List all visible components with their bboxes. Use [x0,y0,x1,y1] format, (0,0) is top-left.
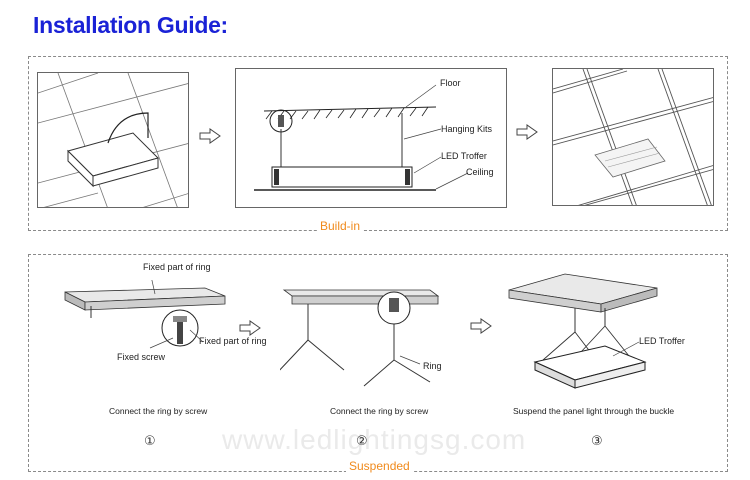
page-title: Installation Guide: [33,12,228,38]
build-in-label: Build-in [317,219,364,233]
watermark-text: www.ledlightingsg.com [222,424,527,455]
label-ceiling: Ceiling [466,167,494,177]
label-ring: Ring [423,361,442,371]
build-in-step2-image [235,68,507,208]
label-fixed-part-ring-top: Fixed part of ring [143,262,211,272]
arrow-right-icon [199,128,221,144]
arrow-right-icon [239,320,261,336]
suspended-step1-illustration [64,280,226,349]
label-floor: Floor [440,78,461,88]
step3-number: ③ [591,434,603,449]
build-in-panel [28,56,728,231]
build-in-step3-image [552,68,714,206]
label-fixed-screw: Fixed screw [117,352,166,362]
step3-caption: Suspend the panel light through the buck… [513,406,675,416]
ceiling-grid-illustration [38,73,188,207]
suspended-label: Suspended [346,459,413,473]
label-hanging-kits: Hanging Kits [441,124,493,134]
suspended-step3-illustration [508,273,658,389]
installed-grid-illustration [553,69,713,205]
arrow-right-icon [516,124,538,140]
step1-caption: Connect the ring by screw [109,406,208,416]
suspended-step2-illustration [280,289,440,387]
section-view-illustration [254,84,469,191]
step1-number: ① [144,434,156,449]
step2-number: ② [356,434,368,449]
label-led-troffer: LED Troffer [441,151,487,161]
step2-caption: Connect the ring by screw [330,406,429,416]
label-fixed-part-ring-side: Fixed part of ring [199,336,267,346]
label-led-troffer-suspended: LED Troffer [639,336,685,346]
arrow-right-icon [470,318,492,334]
build-in-step1-image [37,72,189,208]
